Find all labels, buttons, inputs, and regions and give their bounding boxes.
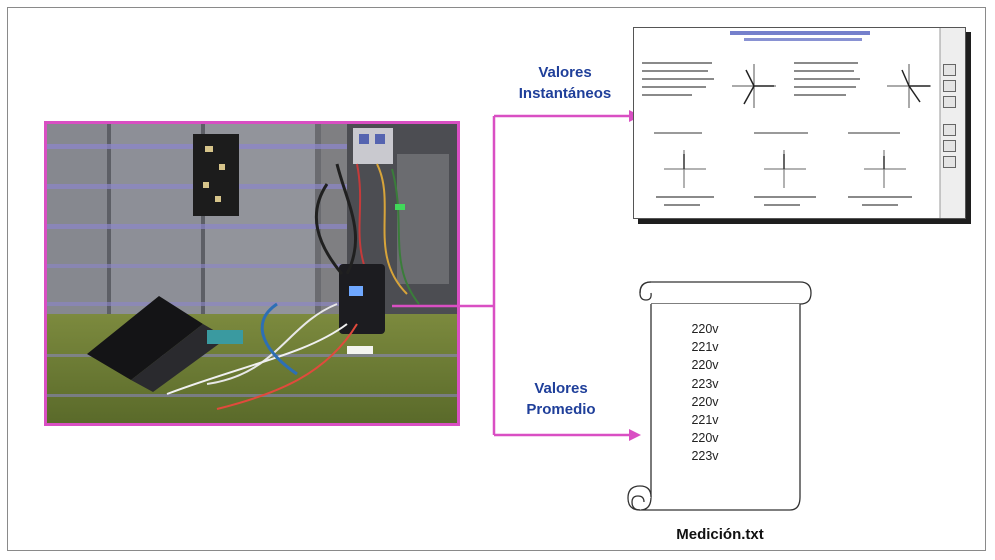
file-line: 223v: [668, 375, 742, 393]
file-line: 220v: [668, 429, 742, 447]
file-line: 220v: [668, 320, 742, 338]
file-line: 223v: [668, 447, 742, 465]
file-line: 220v: [668, 393, 742, 411]
file-line: 221v: [668, 338, 742, 356]
file-name-label: Medición.txt: [640, 526, 800, 543]
file-line: 221v: [668, 411, 742, 429]
file-line: 220v: [668, 356, 742, 374]
file-contents: 220v 221v 220v 223v 220v 221v 220v 223v: [668, 320, 742, 466]
